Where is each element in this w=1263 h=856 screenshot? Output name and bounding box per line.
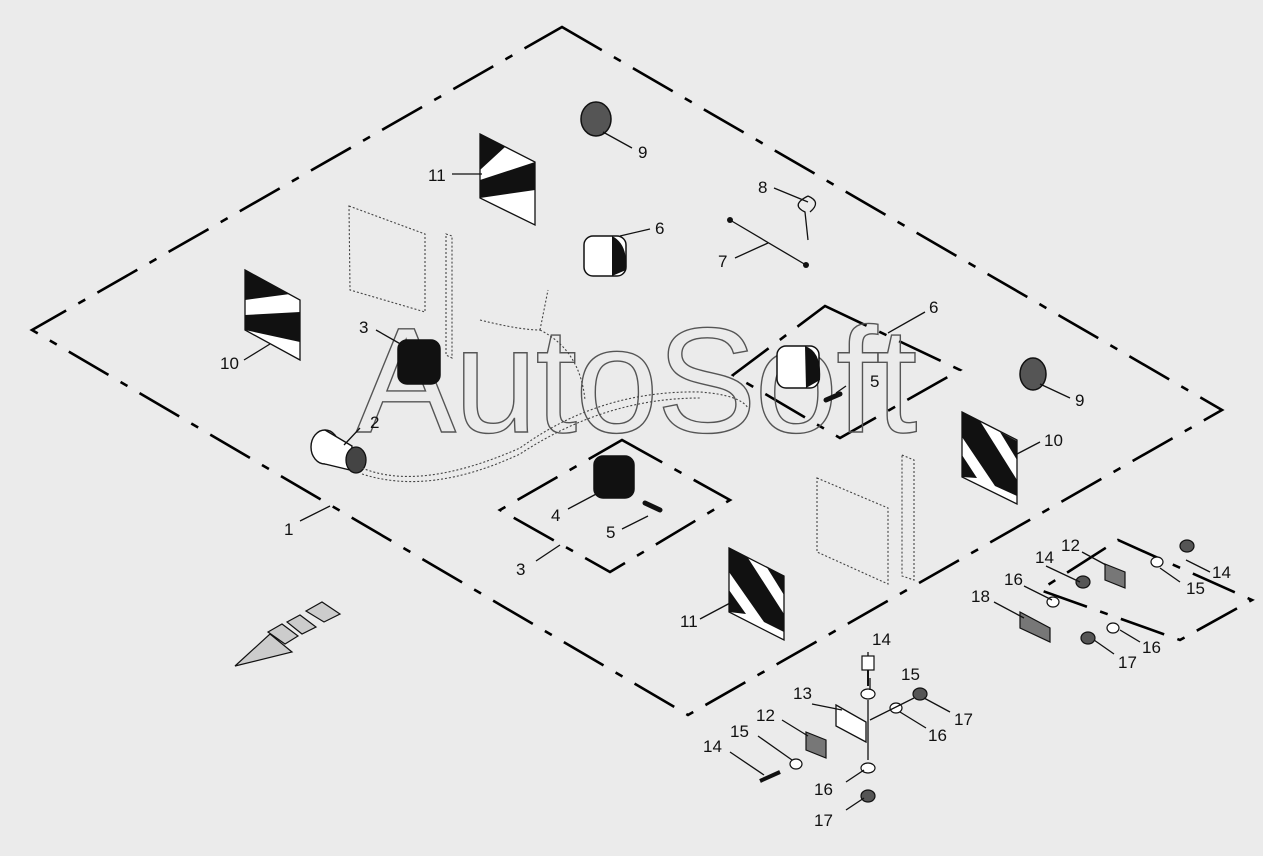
wiring-harness	[361, 289, 749, 483]
warning-plate-10-left	[244, 268, 301, 362]
lamp-6-top	[583, 235, 627, 277]
mounting-strip-left	[445, 233, 453, 359]
callout-8: 8	[758, 178, 767, 197]
callout-labels: 1 2 3 3 4 5 5 6 6 7 8 9 9 10 10 11 11 12…	[220, 143, 1231, 830]
bracket-18-assembly	[1019, 539, 1195, 645]
callout-6: 6	[655, 219, 664, 238]
callout-13: 13	[793, 684, 812, 703]
subassembly-boundary-6	[730, 304, 963, 440]
clip-8	[797, 195, 817, 241]
warning-plate-11-top	[479, 132, 536, 227]
callout-10: 10	[220, 354, 239, 373]
reflector-9-top	[580, 101, 612, 137]
callout-10: 10	[1044, 431, 1063, 450]
callout-15: 15	[1186, 579, 1205, 598]
callout-14: 14	[1212, 563, 1231, 582]
leader-lines	[243, 131, 1211, 811]
callout-2: 2	[370, 413, 379, 432]
mounting-plate-right	[816, 477, 889, 585]
callout-6: 6	[929, 298, 938, 317]
bulb-5-left	[642, 500, 663, 513]
subassembly-boundary-3	[497, 438, 733, 574]
bracket-13-assembly	[759, 655, 928, 803]
callout-3: 3	[359, 318, 368, 337]
callout-14: 14	[1035, 548, 1054, 567]
callout-16: 16	[814, 780, 833, 799]
callout-14: 14	[703, 737, 722, 756]
callout-12: 12	[1061, 536, 1080, 555]
reflector-9-right	[1019, 357, 1047, 391]
mounting-strip-right	[901, 454, 915, 581]
callout-15: 15	[730, 722, 749, 741]
callout-15: 15	[901, 665, 920, 684]
callout-16: 16	[1142, 638, 1161, 657]
callout-9: 9	[638, 143, 647, 162]
cable-7	[729, 219, 807, 266]
callout-17: 17	[1118, 653, 1137, 672]
lamp-4	[593, 455, 635, 499]
callout-11: 11	[680, 612, 698, 631]
callout-7: 7	[718, 252, 727, 271]
callout-1: 1	[284, 520, 293, 539]
lamp-6-right	[776, 345, 821, 389]
warning-plate-11-bottom	[728, 546, 785, 642]
callout-12: 12	[756, 706, 775, 725]
callout-5: 5	[606, 523, 615, 542]
callout-5: 5	[870, 372, 879, 391]
callout-18: 18	[971, 587, 990, 606]
connector-plug-2	[310, 429, 367, 474]
warning-plate-10-right	[961, 410, 1018, 506]
mounting-plate-left	[348, 205, 426, 313]
callout-17: 17	[814, 811, 833, 830]
bracket-group-boundary	[1037, 538, 1255, 642]
callout-9: 9	[1075, 391, 1084, 410]
callout-3: 3	[516, 560, 525, 579]
bulb-5-right	[823, 391, 843, 403]
watermark-text: AutoSoft	[356, 296, 917, 464]
forward-arrow-icon	[234, 601, 342, 667]
callout-14: 14	[872, 630, 891, 649]
lamp-3	[397, 339, 441, 385]
callout-11: 11	[428, 166, 446, 185]
callout-4: 4	[551, 506, 560, 525]
callout-16: 16	[1004, 570, 1023, 589]
callout-17: 17	[954, 710, 973, 729]
callout-16: 16	[928, 726, 947, 745]
assembly-boundary	[29, 25, 1225, 717]
